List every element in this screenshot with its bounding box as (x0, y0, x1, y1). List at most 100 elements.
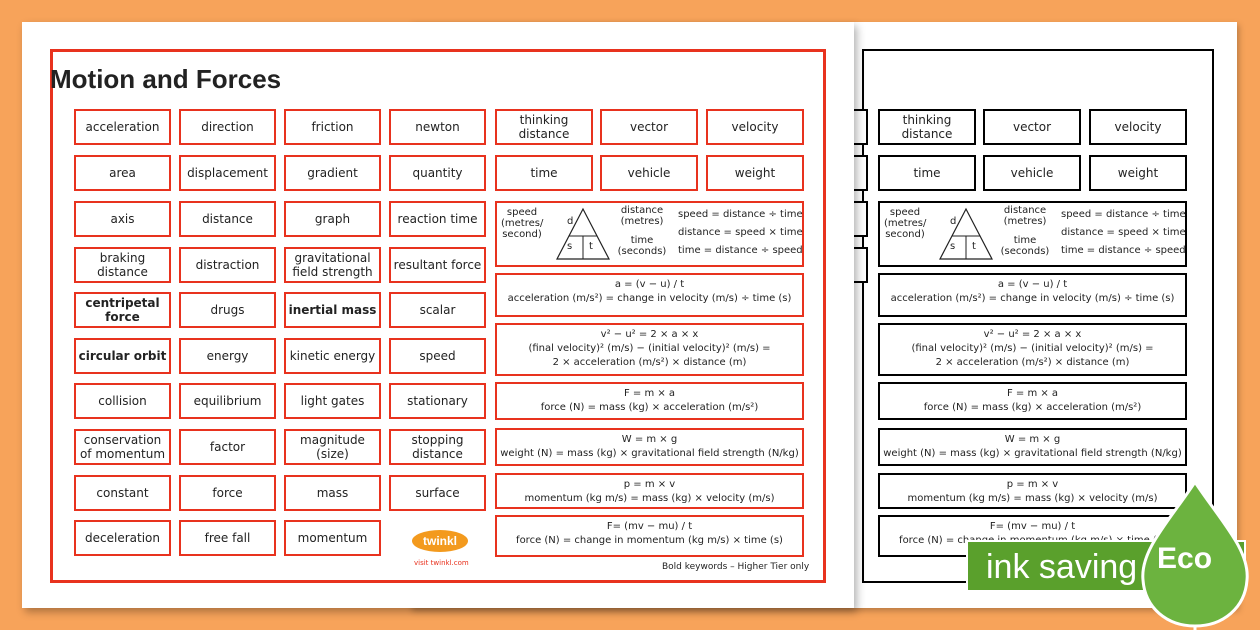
keyword-card: mass (284, 475, 381, 511)
keyword-card: time (878, 155, 976, 191)
eco-leaf-icon: Eco (1135, 479, 1255, 630)
tri-d: d (950, 216, 957, 227)
formula-line: weight (N) = mass (kg) × gravitational f… (883, 448, 1182, 459)
keyword-card: drugs (179, 292, 276, 328)
keyword-card: equilibrium (179, 383, 276, 419)
keyword-card: newton (389, 109, 486, 145)
keyword-card: acceleration (74, 109, 171, 145)
keyword-card: centripetal force (74, 292, 171, 328)
keyword-card: gravitational field strength (284, 247, 381, 283)
formula-line: force (N) = mass (kg) × acceleration (m/… (923, 402, 1142, 413)
formula-line: F= (mv − mu) / t (606, 521, 693, 532)
formula-line: momentum (kg m/s) = mass (kg) × velocity… (524, 493, 775, 504)
eq-speed: speed = distance ÷ time (678, 209, 803, 220)
keyword-card: light gates (284, 383, 381, 419)
keyword-card: thinking distance (878, 109, 976, 145)
tri-speed: speed (metres/ second) (501, 207, 544, 240)
keyword-card: vehicle (600, 155, 698, 191)
formula-line: (final velocity)² (m/s) − (initial veloc… (911, 343, 1154, 354)
eq-speed: speed = distance ÷ time (1061, 209, 1186, 220)
keyword-card: speed (389, 338, 486, 374)
formula-line: acceleration (m/s²) = change in velocity… (890, 293, 1175, 304)
formula-line: 2 × acceleration (m/s²) × distance (m) (552, 357, 747, 368)
keyword-card: inertial mass (284, 292, 381, 328)
coloured-frame (50, 49, 826, 583)
formula-triangle-icon (556, 207, 610, 260)
formula-box: a = (v − u) / t acceleration (m/s²) = cha… (495, 273, 804, 317)
keyword-card: resultant force (389, 247, 486, 283)
keyword-card: deceleration (74, 520, 171, 556)
tri-d: d (567, 216, 574, 227)
formula-box: W = m × g weight (N) = mass (kg) × gravit… (495, 428, 804, 466)
keyword-card: factor (179, 429, 276, 465)
formula-line: F= (mv − mu) / t (989, 521, 1076, 532)
keyword-card-partial (852, 155, 868, 191)
formula-line: W = m × g (621, 434, 678, 445)
keyword-card: free fall (179, 520, 276, 556)
eq-distance: distance = speed × time (1061, 227, 1186, 238)
tri-s: s (950, 241, 956, 252)
keyword-card: direction (179, 109, 276, 145)
formula-line: weight (N) = mass (kg) × gravitational f… (500, 448, 799, 459)
keyword-card: constant (74, 475, 171, 511)
formula-box: v² − u² = 2 × a × x(final velocity)² (m/… (495, 323, 804, 376)
formula-triangle-icon (939, 207, 993, 260)
keyword-card: distraction (179, 247, 276, 283)
keyword-card-partial (852, 201, 868, 237)
keyword-card: vector (983, 109, 1081, 145)
formula-box: F = m × a force (N) = mass (kg) × acceler… (495, 382, 804, 420)
keyword-card: surface (389, 475, 486, 511)
keyword-card: stopping distance (389, 429, 486, 465)
keyword-card: scalar (389, 292, 486, 328)
keyword-card-partial (852, 247, 868, 283)
formula-box: W = m × g weight (N) = mass (kg) × gravit… (878, 428, 1187, 466)
formula-box: F= (mv − mu) / t force (N) = change in mo… (495, 515, 804, 557)
formula-line: F = m × a (623, 388, 676, 399)
tri-distance: distance (metres) (620, 205, 664, 227)
tri-time: time (seconds) (617, 235, 667, 257)
formula-line: 2 × acceleration (m/s²) × distance (m) (935, 357, 1130, 368)
keyword-card: gradient (284, 155, 381, 191)
keyword-card: thinking distance (495, 109, 593, 145)
tri-time: time (seconds) (1000, 235, 1050, 257)
keyword-card: braking distance (74, 247, 171, 283)
formula-box: v² − u² = 2 × a × x (final velocity)² (m/… (878, 323, 1187, 376)
formula-line: force (N) = mass (kg) × acceleration (m/… (540, 402, 759, 413)
keyword-card: quantity (389, 155, 486, 191)
formula-line: p = m × v (1006, 479, 1059, 490)
eq-distance: distance = speed × time (678, 227, 803, 238)
keyword-card: weight (706, 155, 804, 191)
eq-time: time = distance ÷ speed (1061, 245, 1186, 256)
keyword-card: distance (179, 201, 276, 237)
formula-line: W = m × g (1004, 434, 1061, 445)
keyword-card: energy (179, 338, 276, 374)
formula-line: F = m × a (1006, 388, 1059, 399)
keyword-card: axis (74, 201, 171, 237)
keyword-card: velocity (1089, 109, 1187, 145)
formula-line: momentum (kg m/s) = mass (kg) × velocity… (907, 493, 1158, 504)
tri-t: t (972, 241, 976, 252)
higher-tier-note: Bold keywords – Higher Tier only (662, 562, 810, 572)
keyword-card: momentum (284, 520, 381, 556)
tri-distance: distance (metres) (1003, 205, 1047, 227)
formula-line: a = (v − u) / t (614, 279, 685, 290)
formula-line: acceleration (m/s²) = change in velocity… (507, 293, 792, 304)
formula-line: force (N) = change in momentum (kg m/s) … (516, 535, 783, 546)
keyword-card: area (74, 155, 171, 191)
tri-s: s (567, 241, 573, 252)
tri-t: t (589, 241, 593, 252)
keyword-card: displacement (179, 155, 276, 191)
keyword-card: vehicle (983, 155, 1081, 191)
keyword-card: graph (284, 201, 381, 237)
keyword-card: weight (1089, 155, 1187, 191)
formula-line: a = (v − u) / t (997, 279, 1068, 290)
ink-saving-label: ink saving (986, 548, 1138, 586)
formula-line: (final velocity)² (m/s) − (initial veloc… (528, 343, 771, 354)
eco-badge: Eco (1157, 542, 1213, 575)
keyword-card: circular orbit (74, 338, 171, 374)
formula-box: F = m × a force (N) = mass (kg) × acceler… (878, 382, 1187, 420)
keyword-card-partial (852, 109, 868, 145)
formula-line: v² − u² = 2 × a × x (983, 329, 1082, 340)
